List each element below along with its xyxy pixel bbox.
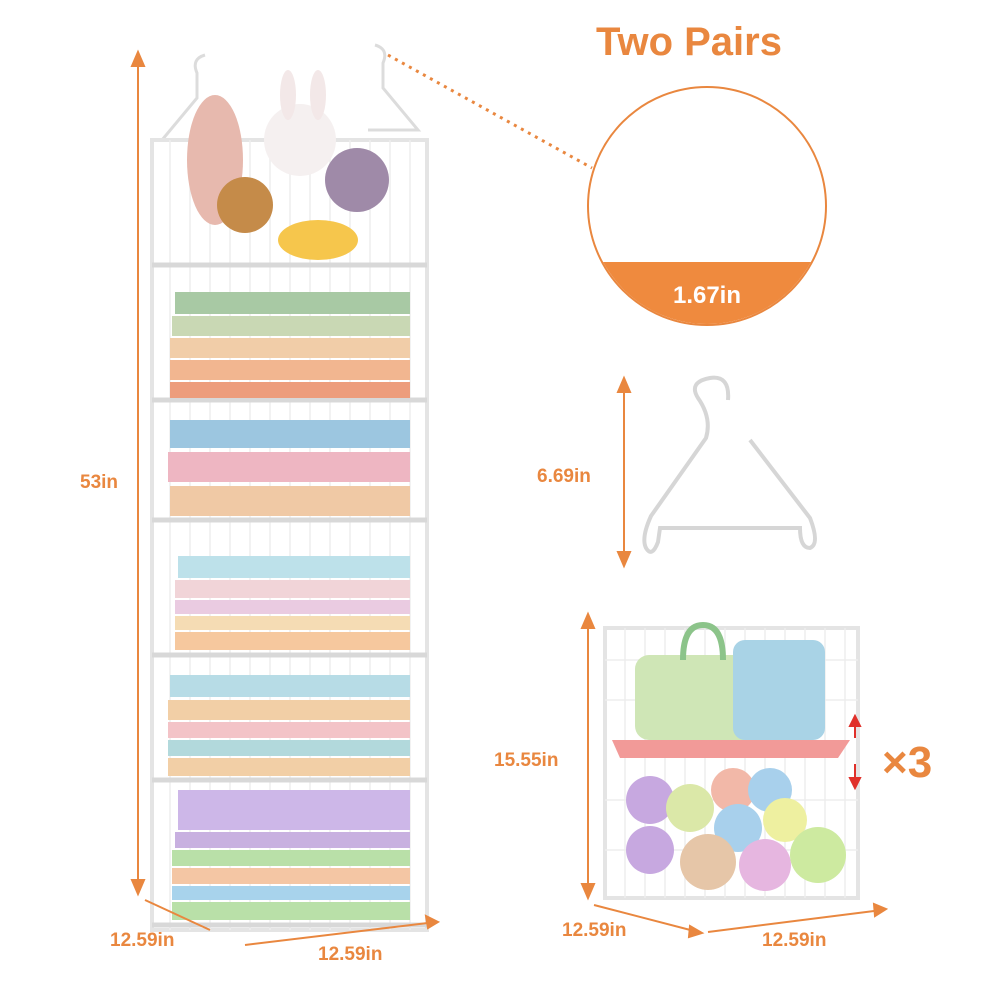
- hanger-height-arrow: [616, 375, 632, 569]
- hook-detail-band: [589, 262, 825, 324]
- tower-depth-label: 12.59in: [110, 930, 175, 951]
- folded-clothes: [168, 292, 410, 920]
- cube-height-label: 15.55in: [494, 750, 559, 771]
- hanger-illustration: [642, 375, 817, 554]
- hook-width-label: 1.67in: [672, 282, 742, 309]
- tower-hanger-right: [368, 43, 422, 132]
- hook-detail-circle: 1.67in: [587, 86, 827, 326]
- hanger-height-label: 6.69in: [537, 466, 591, 487]
- plush-toys: [187, 70, 389, 260]
- cube-depth-label: 12.59in: [562, 920, 627, 941]
- cube-dimension-arrows: [580, 611, 889, 939]
- title: Two Pairs: [596, 20, 782, 64]
- shelf-adjust-arrows: [848, 713, 862, 791]
- cube-width-label: 12.59in: [762, 930, 827, 951]
- detail-leader-line: [387, 53, 593, 170]
- quantity-label: ×3: [882, 738, 933, 787]
- cube-organizer: [603, 621, 860, 900]
- tower-hanger-left: [158, 53, 212, 142]
- tower-dimension-arrows: [130, 49, 441, 946]
- tower-height-label: 53in: [80, 472, 119, 493]
- tower-width-label: 12.59in: [318, 944, 383, 965]
